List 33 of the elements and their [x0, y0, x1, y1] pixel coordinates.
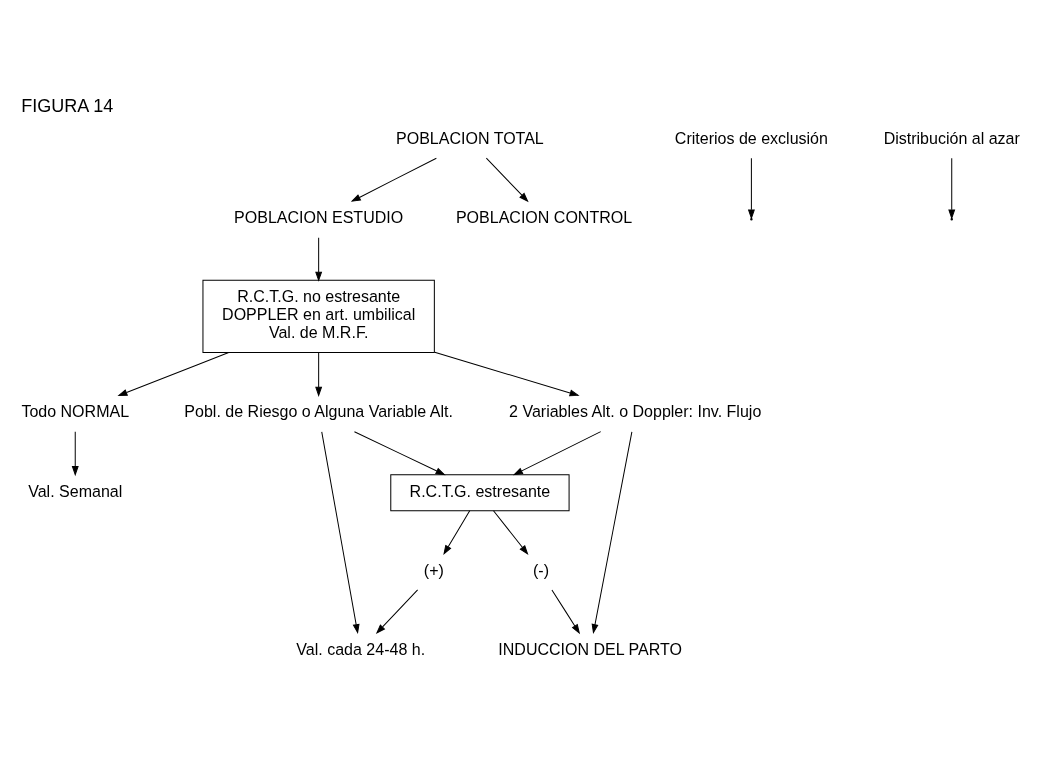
node-text: POBLACION CONTROL — [455, 207, 633, 226]
arrow — [513, 430, 602, 475]
node-text: Todo NORMAL — [21, 401, 130, 420]
arrow — [351, 157, 437, 202]
arrow — [551, 588, 580, 633]
arrow — [493, 509, 528, 554]
arrow — [948, 157, 956, 219]
arrow — [443, 509, 471, 554]
arrow — [748, 157, 755, 219]
node-text: Val. Semanal — [28, 481, 123, 499]
diagram-title: FIGURA 14 — [21, 95, 114, 116]
arrow — [434, 351, 579, 396]
arrow — [376, 588, 419, 633]
arrow — [315, 236, 322, 281]
arrow — [591, 430, 633, 633]
node-text: 2 Variables Alt. o Doppler: Inv. Flujo — [509, 401, 762, 420]
node-box: R.C.T.G. no estresante DOPPLER en art. umbilical Val. de M.R.F. — [202, 279, 435, 353]
arrow — [321, 430, 360, 633]
arrow — [118, 351, 230, 396]
arrow — [485, 157, 529, 202]
node-text: (-) — [533, 560, 550, 579]
node-text: Val. cada 24-48 h. — [296, 639, 426, 658]
node-box: R.C.T.G. estresante — [390, 473, 570, 511]
node-text: POBLACION TOTAL — [396, 128, 544, 147]
arrow — [315, 351, 322, 396]
node-text: POBLACION ESTUDIO — [234, 207, 404, 226]
node-text: Pobl. de Riesgo o Alguna Variable Alt. — [184, 401, 453, 420]
node-text: Criterios de exclusión — [674, 128, 828, 147]
node-text: Distribución al azar — [883, 128, 1020, 147]
arrow — [71, 430, 79, 475]
arrow — [353, 430, 445, 475]
node-text: (+) — [423, 560, 444, 579]
node-text: INDUCCION DEL PARTO — [498, 639, 682, 658]
